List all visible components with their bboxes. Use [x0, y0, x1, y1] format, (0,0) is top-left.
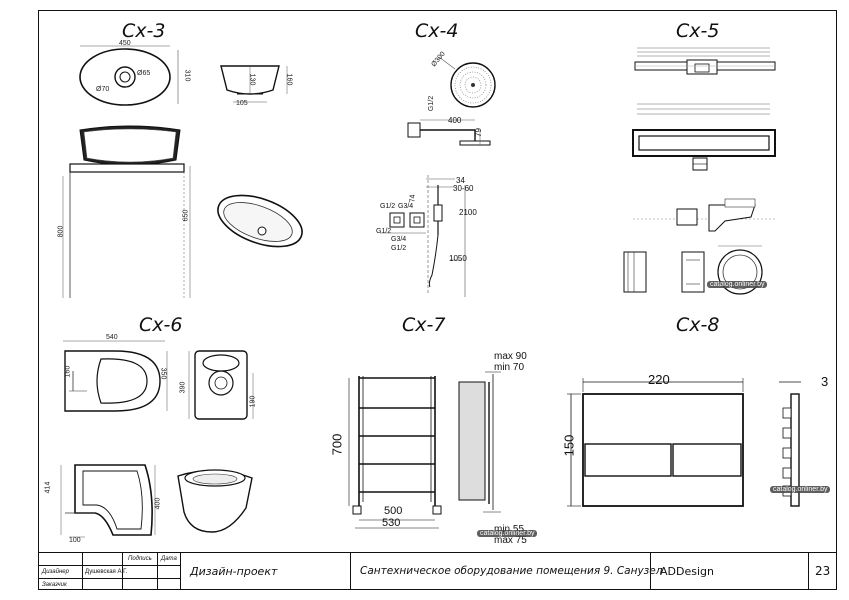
cx4-dim-1050: 1050 — [449, 254, 467, 263]
cx7-dim-min55: min 55 — [494, 524, 524, 535]
cx4-shower-head — [438, 56, 496, 108]
tb-divider-6 — [650, 552, 651, 590]
cx4-dim-g12-mix2: G1/2 — [376, 228, 392, 235]
cx4-dim-g34-mix1: G3/4 — [398, 203, 414, 210]
tb-divider-1 — [82, 552, 83, 590]
cx3-dim-450: 450 — [119, 40, 131, 47]
cx8-flush-plate-side — [779, 381, 801, 507]
caption-cx6: Сх-6 — [139, 314, 183, 336]
cx4-dim-30-60: 30-60 — [453, 184, 474, 193]
tb-role-client: Заказчик — [42, 582, 67, 588]
cx6-dim-350: 350 — [159, 367, 167, 380]
drawing-sheet-frame — [38, 10, 837, 590]
cx6-dim-160: 160 — [64, 365, 72, 378]
caption-cx3: Сх-3 — [122, 20, 166, 42]
caption-cx4: Сх-4 — [415, 20, 459, 42]
cx3-basin-on-countertop — [62, 125, 191, 298]
cx6-dim-390: 390 — [179, 381, 187, 394]
cx6-dim-100: 100 — [69, 537, 81, 544]
cx3-basin-perspective — [217, 194, 303, 248]
cx6-toilet-front-view — [188, 350, 254, 420]
tb-col-date: Дата — [161, 556, 177, 562]
cx4-mixer-and-pipework — [380, 175, 466, 297]
cx8-dim-3: 3 — [821, 374, 829, 389]
cx5-drain-plan — [623, 245, 763, 295]
tb-sheet-number: 23 — [815, 564, 831, 578]
cx5-channel-plan-top — [634, 47, 776, 75]
tb-col-signature: Подпись — [128, 556, 152, 562]
cx8-dim-150: 150 — [561, 434, 577, 457]
cx7-dim-530: 530 — [382, 517, 401, 529]
tb-row-line-1 — [38, 565, 180, 566]
tb-designer-name: Душевская А.Г. — [85, 569, 128, 575]
caption-cx5: Сх-5 — [676, 20, 720, 42]
cx3-dim-800: 800 — [57, 225, 65, 238]
tb-doc-title: Сантехническое оборудование помещения 9.… — [360, 565, 663, 577]
cx7-dim-max75: max 75 — [494, 535, 527, 546]
cx3-basin-side-view — [220, 65, 288, 103]
cx4-dim-79: 79 — [473, 128, 483, 137]
cx4-dim-74: 74 — [409, 194, 417, 203]
cx3-dim-160: 160 — [285, 73, 293, 86]
tb-divider-4 — [180, 552, 181, 590]
cx7-dim-max90: max 90 — [494, 351, 527, 362]
tb-divider-5 — [350, 552, 351, 590]
cx7-dim-min70: min 70 — [494, 362, 525, 373]
cx6-dim-400: 400 — [154, 497, 162, 510]
cx7-dim-700: 700 — [329, 433, 345, 456]
caption-cx7: Сх-7 — [402, 314, 446, 336]
cx6-toilet-section — [60, 464, 156, 538]
cx4-dim-g12-mix3: G1/2 — [391, 245, 407, 252]
tb-doc-type: Дизайн-проект — [190, 565, 278, 578]
cx3-dim-70: Ø70 — [96, 86, 110, 93]
tb-role-designer: Дизайнер — [42, 569, 69, 575]
cx3-dim-650: 650 — [182, 209, 190, 222]
cx4-dim-2100: 2100 — [459, 208, 477, 217]
cx3-dim-310: 310 — [183, 69, 191, 82]
watermark-cx8: catalog.onliner.by — [770, 486, 831, 493]
cx4-dim-400: 400 — [448, 116, 462, 125]
cx3-dim-130: 130 — [248, 73, 256, 86]
tb-row-line-2 — [38, 578, 180, 579]
tb-company: ADDesign — [660, 565, 714, 578]
cx7-towel-radiator-side — [458, 371, 501, 513]
cx7-dim-500: 500 — [384, 505, 403, 517]
cx8-dim-220: 220 — [648, 372, 670, 387]
cx6-toilet-perspective — [177, 469, 253, 533]
cx4-arm-and-head-side — [407, 119, 491, 146]
cx6-dim-414: 414 — [44, 481, 52, 494]
cx6-dim-540: 540 — [106, 334, 118, 341]
tb-divider-7 — [808, 552, 809, 590]
cx6-dim-190: 190 — [249, 395, 257, 408]
cx4-dim-g34-mix2: G3/4 — [391, 236, 407, 243]
watermark-cx7: catalog.onliner.by — [477, 530, 538, 537]
cx4-dim-g12-mix1: G1/2 — [380, 203, 396, 210]
caption-cx8: Сх-8 — [676, 314, 720, 336]
cx5-channel-grate — [632, 103, 776, 171]
watermark-cx5: catalog.onliner.by — [707, 281, 768, 288]
cx3-basin-top-view — [79, 45, 179, 106]
cx4-dim-g12-top: G1/2 — [428, 95, 436, 112]
cx3-dim-105: 105 — [236, 100, 248, 107]
title-block — [38, 552, 837, 590]
cx7-towel-radiator-front — [348, 376, 442, 529]
cx6-toilet-top-view — [63, 340, 168, 412]
cx8-flush-plate-front — [567, 378, 744, 507]
tb-divider-2 — [122, 552, 123, 590]
cx5-drain-section — [633, 198, 775, 232]
cx4-dim-34: 34 — [456, 176, 465, 185]
cx3-dim-65: Ø65 — [137, 70, 151, 77]
tb-divider-3 — [157, 552, 158, 590]
